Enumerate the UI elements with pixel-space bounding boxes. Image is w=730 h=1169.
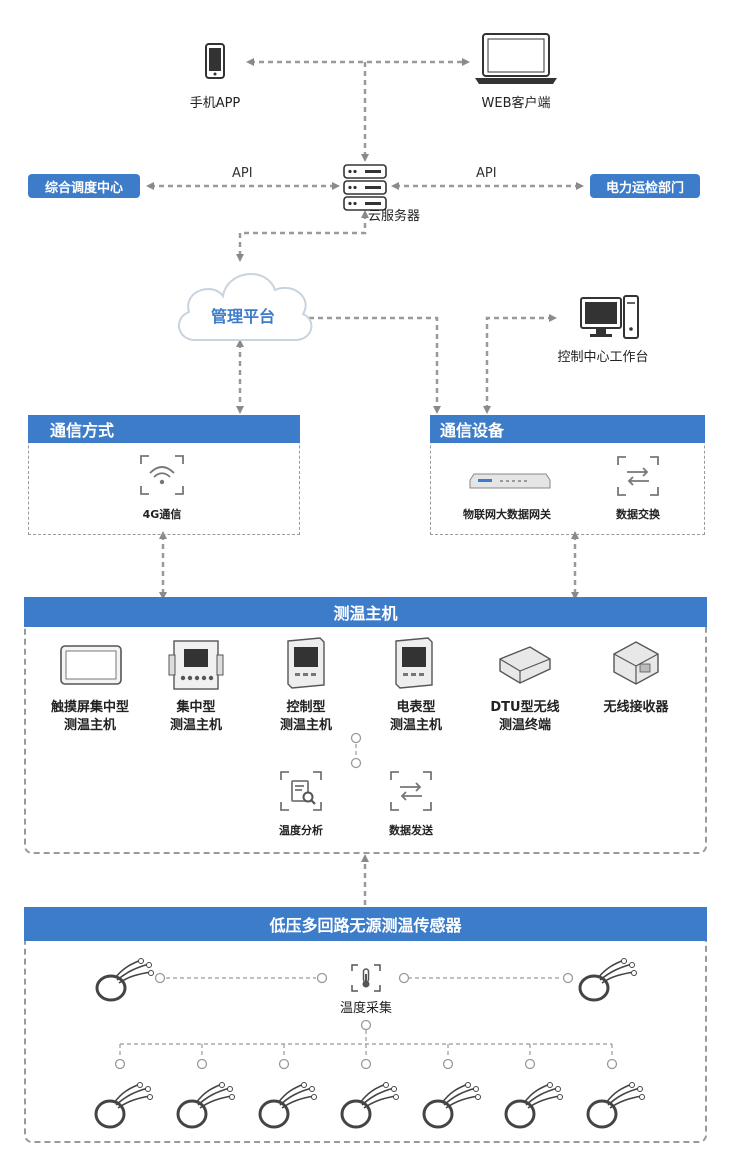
iot-gateway-label: 物联网大数据网关 — [463, 508, 551, 521]
centralized-host-label: 集中型 测温主机 — [169, 700, 222, 733]
sensor-icon-top-right — [578, 958, 637, 1002]
management-platform-label: 管理平台 — [210, 307, 275, 326]
wifi-icon — [140, 455, 184, 495]
power-inspection-tag: 电力运检部门 — [590, 174, 700, 198]
thermometer-icon — [351, 964, 381, 992]
phone-icon — [205, 43, 225, 79]
sensor-icon-row-3 — [258, 1082, 317, 1129]
data-exchange-icon — [617, 456, 659, 496]
comm-method-title: 通信方式 — [50, 421, 115, 440]
data-send-icon — [390, 771, 432, 811]
temperature-collect-label: 温度采集 — [339, 1001, 392, 1016]
control-host-icon — [287, 637, 325, 689]
host-title: 测温主机 — [333, 604, 398, 623]
meter-host-label: 电表型 测温主机 — [389, 700, 442, 733]
comm-method-header: 通信方式 — [28, 415, 300, 443]
server-icon — [343, 164, 387, 211]
sensor-title: 低压多回路无源测温传感器 — [269, 916, 462, 935]
cloud-server-label: 云服务器 — [368, 209, 421, 224]
data-exchange-label: 数据交换 — [616, 508, 660, 521]
api-right-label: API — [476, 166, 497, 181]
api-left-label: API — [232, 166, 253, 181]
web-client-label: WEB客户端 — [481, 96, 551, 111]
sensor-header: 低压多回路无源测温传感器 — [24, 907, 707, 941]
temperature-analysis-icon — [280, 771, 322, 811]
touchscreen-host-label: 触摸屏集中型 测温主机 — [50, 700, 129, 733]
workstation-label: 控制中心工作台 — [557, 350, 649, 365]
comm-device-header: 通信设备 — [430, 415, 705, 443]
temperature-analysis-label: 温度分析 — [279, 824, 323, 837]
computer-icon — [580, 295, 639, 339]
mobile-app-label: 手机APP — [189, 96, 241, 111]
sensor-icon-top-left — [95, 958, 154, 1002]
centralized-host-icon — [168, 640, 224, 690]
dtu-terminal-label: DTU型无线 测温终端 — [490, 700, 560, 733]
laptop-icon — [475, 33, 557, 84]
wireless-receiver-label: 无线接收器 — [603, 700, 669, 715]
sensor-icon-row-6 — [504, 1082, 563, 1129]
cloud-icon — [178, 273, 313, 341]
dtu-terminal-icon — [499, 646, 551, 684]
dispatch-center-tag: 综合调度中心 — [28, 174, 140, 198]
sensor-icon-row-2 — [176, 1082, 235, 1129]
control-host-label: 控制型 测温主机 — [279, 700, 332, 733]
sensor-icon-row-7 — [586, 1082, 645, 1129]
comm-device-title: 通信设备 — [440, 421, 505, 440]
wireless-receiver-icon — [613, 641, 659, 685]
4g-label: 4G通信 — [142, 508, 182, 521]
host-header: 测温主机 — [24, 597, 707, 627]
meter-host-icon — [395, 637, 433, 689]
sensor-icon-row-1 — [94, 1082, 153, 1129]
touchscreen-host-icon — [60, 645, 122, 685]
data-send-label: 数据发送 — [389, 824, 433, 837]
gateway-icon — [469, 473, 551, 489]
sensor-icon-row-4 — [340, 1082, 399, 1129]
sensor-icon-row-5 — [422, 1082, 481, 1129]
